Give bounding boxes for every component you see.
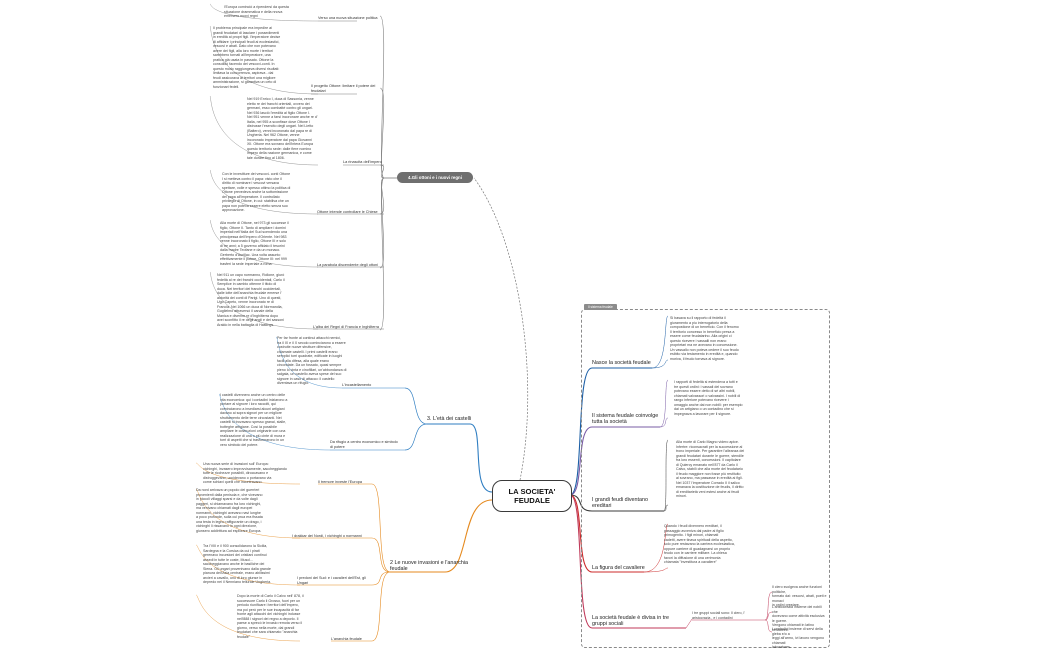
branch-tre-gruppi — [569, 494, 593, 629]
note-coinvolge-societa: I rapporti di fedeltà si estendeva a tut… — [674, 380, 743, 416]
frame-tag: Il sistema feudale — [584, 304, 617, 310]
tre-gruppi-mid-link — [685, 618, 693, 629]
note-aristocrazia: L'aristocrazia insieme dei nobili che do… — [772, 605, 825, 632]
topic-nasce-societa[interactable]: Nasce la società feudale — [592, 360, 651, 366]
subtopic-alba-regni[interactable]: L'alba dei Regni di Francia e Inghilterr… — [313, 325, 379, 329]
branch-ereditari-note-top — [663, 439, 669, 512]
note-incastellamento: Per far fronte ai continui attacchi nemi… — [277, 336, 347, 385]
tre-gruppi-sub-1 — [764, 611, 773, 621]
note-clero: Il clero svolgeva anche funzioni politic… — [772, 585, 827, 607]
note-rinascita-impero: Nel 919 Enrico I, duca di Sassonia, venn… — [247, 97, 318, 160]
branch-ereditari — [569, 494, 593, 512]
subtopic-anarchia[interactable]: L'anarchia feudale — [331, 637, 362, 641]
subtopic-incastellamento[interactable]: L'incastellamento — [342, 383, 372, 387]
ottoni-sub-link-4 — [379, 177, 385, 269]
topic-castelli[interactable]: 3. L'età dei castelli — [427, 416, 472, 422]
note-drakkar: Da nord arrivava un popolo dei guerrieri… — [196, 488, 263, 533]
branch-cavaliere-note-top — [643, 523, 669, 573]
note-parabola-ottoni: Alla morte di Ottone, nel 973 gli succes… — [220, 221, 289, 266]
topic-ottoni[interactable]: 4.Gli ottoni e i nuovi regni — [397, 172, 473, 183]
note-tremore-europa: Una nuova serie di invasioni sull' Europ… — [203, 462, 287, 484]
ottoni-sub-link-5 — [379, 177, 385, 331]
branch-invasioni — [444, 499, 493, 573]
ottoni-sub-link-0 — [379, 15, 385, 179]
invasioni-note-bracket-2 — [195, 544, 301, 586]
note-feudi-ereditari: Alla morte di Carlo Magno videro apice. … — [676, 440, 745, 498]
invasioni-sub-3 — [371, 571, 391, 642]
subtopic-parabola-ottoni[interactable]: La parabola discendente degli ottoni — [317, 263, 379, 267]
branch-nasce — [569, 367, 593, 496]
branch-ottoni — [473, 177, 529, 481]
ottoni-sub-link-1 — [379, 87, 385, 179]
tre-gruppi-sub-2 — [764, 619, 773, 633]
subtopic-progetto-ottone[interactable]: Il progetto Ottone: limitare il potere d… — [311, 84, 376, 93]
branch-nasce-note-top — [651, 315, 669, 369]
topic-invasioni[interactable]: 2 Le nuove invasioni e l'anarchia feudal… — [390, 560, 469, 573]
note-tre-gruppi: I tre gruppi sociali sono: Il clero, l' … — [692, 611, 746, 620]
branch-ereditari-note-bottom — [663, 504, 669, 512]
central-topic[interactable]: LA SOCIETA' FEUDALE — [492, 480, 572, 512]
branch-coinvolge-note-bottom — [659, 417, 669, 428]
note-predoni: Tra l'VIII e il 900 consolidarono la Sic… — [203, 544, 272, 584]
note-alba-regni: Nel 911 un capo normanno, Rollone, giurò… — [217, 273, 285, 327]
topic-feudi-ereditari[interactable]: I grandi feudi diventano ereditari — [592, 497, 649, 510]
note-nasce-societa: Si basava su il rapporto di fedeltà il g… — [670, 316, 739, 361]
branch-coinvolge — [569, 426, 593, 496]
note-contadini: I contadini insieme di servi della gleba… — [772, 627, 825, 649]
subtopic-predoni[interactable]: I predoni del Sud: e i cavalieri dell'Es… — [297, 576, 366, 585]
subtopic-drakkar[interactable]: I drakkar dei Nordi, i vichinghi o norma… — [292, 534, 362, 538]
invasioni-sub-0 — [371, 483, 391, 573]
feudal-system-frame — [581, 309, 830, 648]
subtopic-centro-economico[interactable]: Da rifugio a centro economico e simbolo … — [330, 440, 398, 449]
note-controllare-chiese: Con le investiture dei vescovi- conti Ot… — [222, 172, 291, 212]
subtopic-controllare-chiese[interactable]: Ottone intende controllare le Chiese — [317, 210, 378, 214]
topic-cavaliere[interactable]: La figura del cavaliere — [592, 565, 645, 571]
subtopic-rinascita-impero[interactable]: La rinascita dell'impero — [343, 160, 382, 164]
castelli-sub-1 — [404, 423, 428, 451]
subtopic-nuova-situazione[interactable]: Verso una nuova situazione politica — [318, 16, 378, 20]
branch-cavaliere-note-bottom — [643, 567, 669, 573]
branch-nasce-note-bottom — [651, 359, 669, 369]
note-cavaliere: Quando i feudi divennero ereditari, il p… — [664, 524, 735, 564]
branch-castelli — [469, 423, 493, 493]
ottoni-note-bracket-0 — [209, 3, 319, 22]
note-nuova-situazione: l'Europa cominciò a ripendersi da questa… — [224, 5, 289, 18]
invasioni-sub-2 — [371, 571, 391, 586]
castelli-sub-0 — [404, 387, 428, 425]
note-progetto-ottone: Il problema principale era impedire ai g… — [213, 26, 281, 89]
subtopic-tremore-europa[interactable]: Il tremore investe l'Europa — [318, 480, 362, 484]
topic-tre-gruppi[interactable]: La società feudale è divisa in tre grupp… — [592, 615, 670, 628]
tre-gruppi-sub-0 — [764, 591, 773, 621]
branch-cavaliere — [569, 494, 593, 573]
ottoni-sub-link-2 — [379, 164, 385, 179]
note-centro-economico: I castelli divennero anche un centro del… — [220, 393, 288, 447]
topic-coinvolge-societa[interactable]: Il sistema feudale coinvolge tutta la so… — [592, 413, 659, 426]
note-anarchia: Dopo la morte di Carlo il Calvo nell' 87… — [237, 594, 304, 639]
